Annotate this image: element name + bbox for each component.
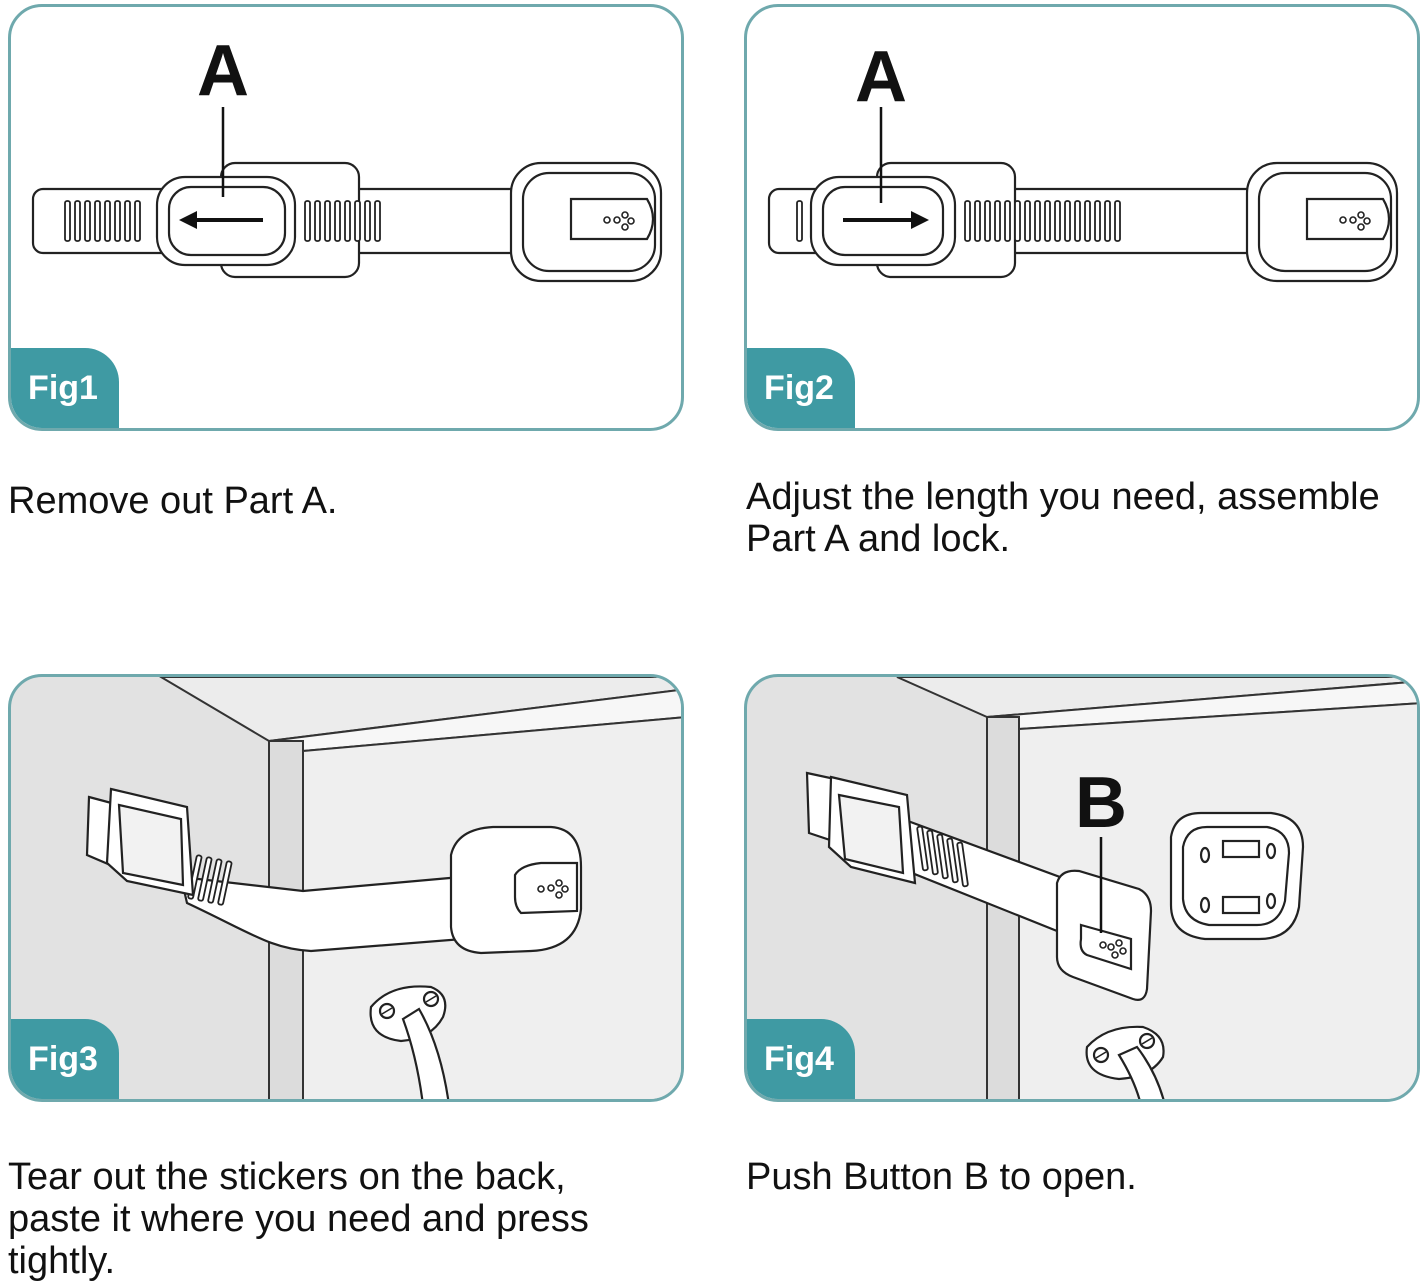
caption-line: Remove out Part A. (8, 480, 338, 522)
figure-4-caption: Push Button B to open. (746, 1156, 1137, 1198)
figure-4-panel: B Fig4 (744, 674, 1420, 1102)
lower-strap (401, 1007, 450, 1099)
caption-line: Push Button B to open. (746, 1156, 1137, 1198)
label-a: A (855, 37, 907, 117)
fig-2-tab: Fig2 (747, 348, 855, 428)
strap-band (179, 875, 465, 953)
arrow-right-icon (843, 211, 929, 229)
button-dots (537, 879, 569, 899)
strap-ribs (187, 854, 233, 906)
plate-slot-bottom (1221, 895, 1261, 915)
figure-4-diagram: B (805, 677, 1417, 1099)
fig-4-tab: Fig4 (747, 1019, 855, 1099)
button-dots (1099, 939, 1127, 959)
figure-2-panel: A Fig2 (744, 4, 1420, 431)
plate-slot-top (1221, 839, 1261, 859)
figure-2-diagram: A (767, 37, 1399, 283)
figure-3-diagram (85, 677, 681, 1099)
figure-2-caption: Adjust the length you need, assemble Par… (746, 476, 1380, 560)
figure-3-caption: Tear out the stickers on the back, paste… (8, 1156, 589, 1282)
arrow-left-icon (179, 211, 263, 229)
lock-button (569, 197, 655, 241)
figure-1-caption: Remove out Part A. (8, 480, 338, 522)
strap-ribs (916, 825, 969, 888)
lock-button (513, 861, 579, 915)
figure-1-diagram: A (31, 31, 663, 283)
fig-3-tab: Fig3 (11, 1019, 119, 1099)
fig-1-tab: Fig1 (11, 348, 119, 428)
caption-line: paste it where you need and press (8, 1198, 589, 1240)
lower-strap (1117, 1045, 1165, 1099)
strap-ribs-right (964, 200, 1121, 242)
caption-line: tightly. (8, 1240, 116, 1282)
figure-3-panel: Fig3 (8, 674, 684, 1102)
strap-ribs-right (304, 200, 381, 242)
figure-1-panel: A Fig1 (8, 4, 684, 431)
label-a: A (197, 31, 249, 111)
strap-ribs-left (796, 200, 803, 242)
caption-line: Adjust the length you need, assemble (746, 476, 1380, 518)
caption-line: Part A and lock. (746, 518, 1011, 560)
strap-ribs-left (64, 200, 141, 242)
label-b: B (1075, 763, 1127, 843)
lock-button (1305, 197, 1391, 241)
button-dots (1339, 211, 1371, 231)
button-dots (603, 211, 635, 231)
caption-line: Tear out the stickers on the back, (8, 1156, 566, 1198)
